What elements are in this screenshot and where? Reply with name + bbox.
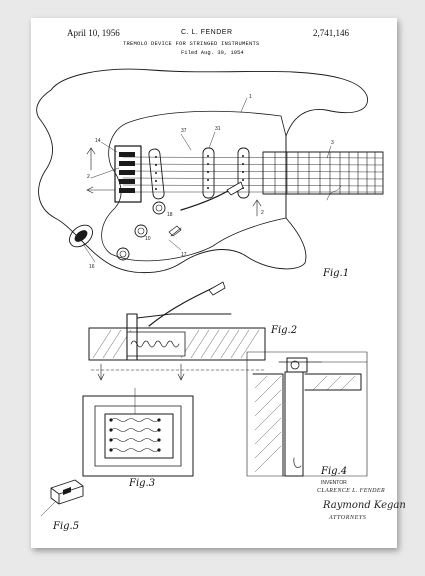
volume-knob [152, 201, 166, 215]
bridge-saddles [119, 152, 135, 193]
neck-frets [274, 151, 376, 195]
pickup-middle [202, 147, 215, 199]
pickup-bridge [148, 148, 165, 200]
patent-title: TREMOLO DEVICE FOR STRINGED INSTRUMENTS [123, 40, 260, 47]
guitar-body-outline [36, 68, 368, 274]
figure-label-1: Fig.1 [323, 268, 350, 279]
guitar-strings [122, 156, 384, 193]
bridge-springs [110, 418, 160, 452]
patent-inventor: C. L. FENDER [181, 29, 233, 36]
svg-text:2: 2 [87, 174, 90, 180]
patent-poster: April 10, 1956 C. L. FENDER 2,741,146 TR… [31, 18, 406, 548]
patent-filed-date: Filed Aug. 30, 1954 [181, 49, 244, 56]
saddle-detail [50, 479, 84, 505]
patent-date: April 10, 1956 [67, 28, 120, 38]
inventor-name: CLARENCE L. FENDER [317, 488, 386, 494]
spring-cavity [126, 331, 186, 357]
svg-text:1: 1 [249, 94, 252, 100]
selector-switch [168, 225, 182, 237]
section-arrows [97, 363, 185, 381]
cross-section-figure [246, 351, 368, 477]
svg-text:10: 10 [145, 236, 151, 242]
figure-label-2: Fig.2 [271, 325, 298, 336]
svg-text:17: 17 [181, 252, 187, 258]
tone-knob-1 [134, 224, 148, 238]
bridge-cavity-outline [82, 395, 194, 477]
bridge-plate [114, 145, 142, 203]
guitar-neck [262, 151, 384, 195]
bridge-top-figure [82, 387, 194, 477]
pickguard-outline [101, 110, 287, 262]
section-markers [86, 147, 262, 217]
cross-section-hatch [254, 375, 356, 473]
pickup-poles [155, 155, 244, 190]
tremolo-block-side [126, 313, 138, 361]
svg-text:31: 31 [215, 126, 221, 132]
svg-text:16: 16 [89, 264, 95, 270]
reference-numerals: 14 2 37 31 3 1 17 16 2 10 18 [87, 94, 334, 270]
cross-section-frame [246, 351, 368, 477]
guitar-figure: 14 2 37 31 3 1 17 16 2 10 18 [36, 68, 384, 274]
figure-label-5: Fig.5 [53, 521, 80, 532]
figure-label-3: Fig.3 [129, 478, 156, 489]
attorneys-label: ATTORNEYS [329, 515, 367, 521]
cross-section-body [252, 373, 362, 477]
body-section [88, 327, 266, 361]
svg-text:18: 18 [167, 212, 173, 218]
section-figure [88, 281, 266, 381]
figure-label-4: Fig.4 [321, 466, 348, 477]
svg-text:14: 14 [95, 138, 101, 144]
svg-text:37: 37 [181, 128, 187, 134]
svg-text:2: 2 [261, 210, 264, 216]
tone-knob-2 [116, 247, 130, 261]
patent-number: 2,741,146 [313, 28, 349, 38]
tremolo-spring [130, 340, 180, 348]
pickup-neck [237, 147, 250, 199]
reference-leaders [82, 97, 342, 263]
svg-text:3: 3 [331, 140, 334, 146]
inventor-heading: INVENTOR [321, 480, 347, 486]
wood-hatching [92, 329, 260, 359]
output-jack [69, 224, 93, 248]
patent-drawing: 14 2 37 31 3 1 17 16 2 10 18 [36, 68, 384, 517]
saddle-figure [40, 479, 84, 517]
attorney-signature: Raymond Kegan [323, 500, 406, 511]
tremolo-arm-side [148, 285, 218, 327]
